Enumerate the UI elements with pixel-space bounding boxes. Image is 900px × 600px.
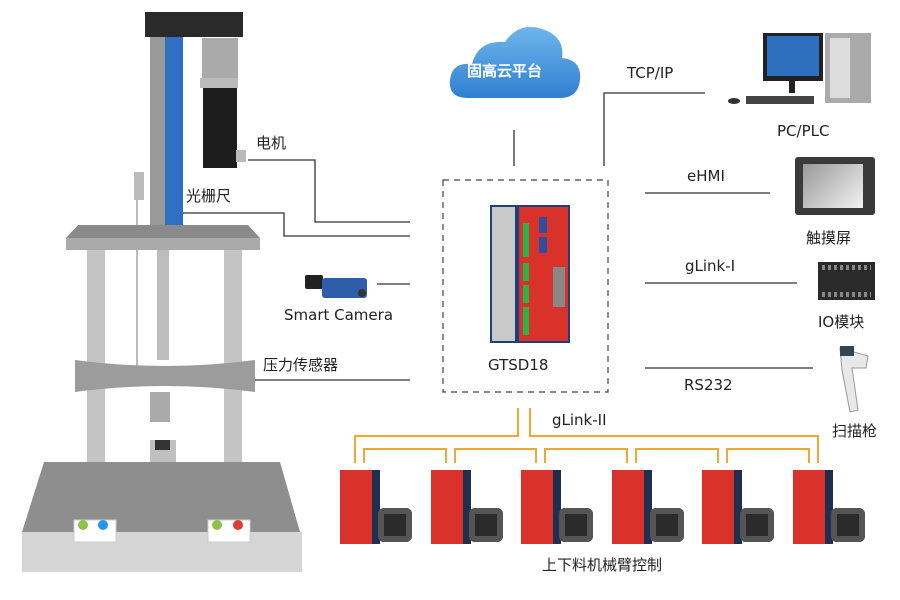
servo-motor — [559, 508, 593, 542]
blue-column — [165, 37, 183, 242]
pressure-sensor-label: 压力传感器 — [263, 356, 339, 374]
gtsd18-controller — [490, 205, 570, 343]
green-button-2 — [212, 520, 222, 530]
io-module-icon — [818, 262, 875, 300]
controller-front-panel — [517, 205, 570, 343]
servo-motor — [378, 508, 412, 542]
top-plate — [66, 225, 260, 238]
touchscreen-icon — [795, 157, 875, 215]
motor-coupling — [202, 38, 238, 80]
controller-name: GTSD18 — [488, 356, 549, 374]
pc-plc-label: PC/PLC — [777, 122, 830, 140]
motor-body — [203, 88, 237, 168]
tcpip-line — [603, 92, 705, 166]
grating-ruler-label: 光栅尺 — [186, 187, 232, 205]
servo-motor — [468, 508, 503, 542]
green-button — [78, 520, 88, 530]
machine-top-block — [145, 12, 243, 37]
glink2-label: gLink-II — [552, 411, 607, 429]
motor-connector — [236, 150, 246, 162]
base-table-top — [22, 462, 300, 532]
middle-plate — [75, 360, 255, 392]
servo-drive — [430, 470, 471, 544]
rs232-label: RS232 — [684, 376, 733, 394]
io-module-label: IO模块 — [818, 313, 865, 331]
servo-drive — [611, 470, 652, 544]
cloud-label: 固高云平台 — [467, 62, 543, 80]
servo-motor — [740, 508, 774, 542]
red-button — [233, 520, 243, 530]
base-cabinet — [22, 532, 302, 572]
glink1-label: gLink-I — [685, 257, 736, 275]
grating-ruler-rail — [150, 37, 168, 237]
servo-drive — [792, 470, 833, 544]
test-machine-illustration — [22, 12, 302, 572]
controller-dashed-box — [442, 179, 609, 393]
servo-motor — [649, 508, 684, 542]
grating-line — [160, 212, 410, 237]
controller-side-bracket — [490, 205, 517, 343]
blue-button — [98, 520, 108, 530]
glink2-bus — [354, 408, 819, 463]
servo-group-label: 上下料机械臂控制 — [542, 556, 663, 574]
scanner-label: 扫描枪 — [832, 422, 878, 440]
servo-drive — [702, 470, 742, 544]
servo-drive — [340, 470, 380, 544]
grating-reader — [134, 172, 144, 200]
servo-drive — [521, 470, 561, 544]
motor-label: 电机 — [256, 134, 287, 152]
touchscreen-label: 触摸屏 — [806, 229, 852, 247]
smart-camera-label: Smart Camera — [284, 306, 394, 324]
ehmi-label: eHMI — [687, 167, 725, 185]
servo-motor — [830, 508, 865, 542]
tcpip-label: TCP/IP — [627, 64, 674, 82]
motor-line — [248, 159, 410, 223]
